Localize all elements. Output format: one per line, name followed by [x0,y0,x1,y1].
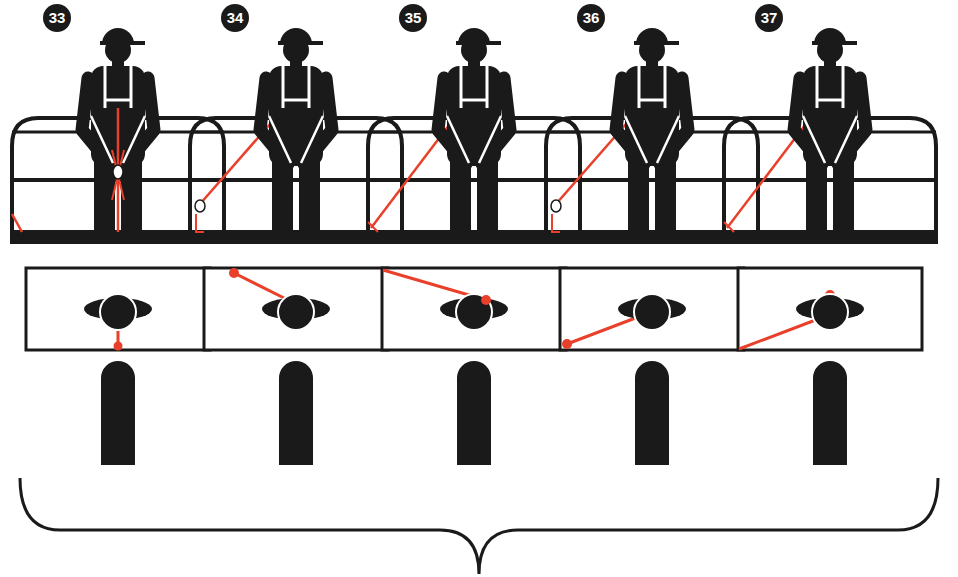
callout-number: 34 [221,4,249,32]
callout-number: 33 [43,4,71,32]
callout-number: 36 [577,4,605,32]
callout-number: 35 [399,4,427,32]
grouping-brace [20,478,938,574]
callout-number: 37 [755,4,783,32]
